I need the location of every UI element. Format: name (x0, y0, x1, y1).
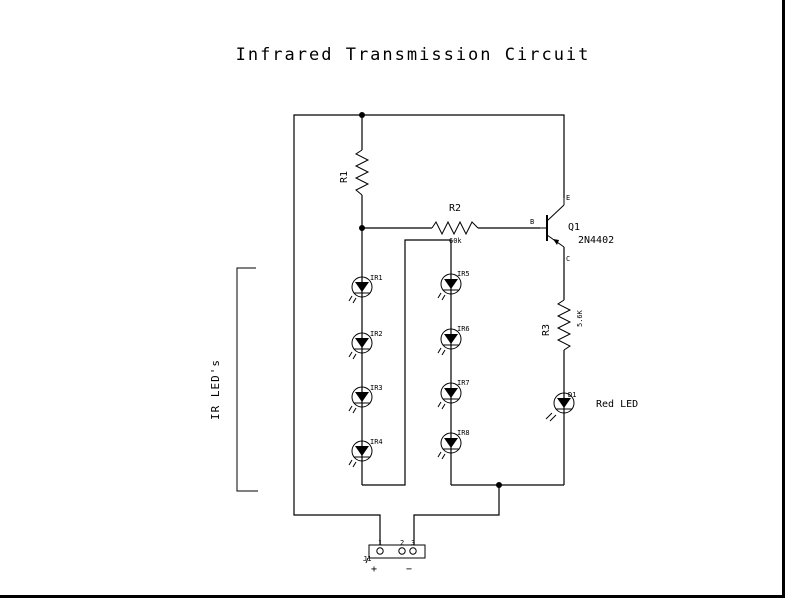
ir-led-ir4: IR4 (348, 438, 383, 468)
ir7-label: IR7 (457, 379, 470, 387)
ir-led-ir8: IR8 (437, 429, 470, 460)
ir6-label: IR6 (457, 325, 470, 333)
r2-ref-label: R2 (449, 203, 461, 214)
q1-ref-label: Q1 (568, 222, 580, 233)
diagram-title: Infrared Transmission Circuit (236, 45, 591, 65)
ir1-label: IR1 (370, 274, 383, 282)
svg-text:1: 1 (378, 539, 382, 547)
r1-ref-label: R1 (339, 171, 350, 183)
connector-minus-label: − (406, 564, 412, 575)
window-bottom-edge (0, 595, 785, 598)
resistor-r1: R1 (339, 149, 370, 196)
red-led: D1 Red LED (545, 391, 638, 422)
ir3-label: IR3 (370, 384, 383, 392)
ir8-label: IR8 (457, 429, 470, 437)
power-connector: 1 2 3 J1 + − (363, 539, 426, 575)
svg-text:C: C (566, 255, 570, 263)
r3-ref-label: R3 (541, 324, 552, 336)
connector-plus-label: + (371, 564, 377, 575)
ir-led-ir5: IR5 (437, 270, 470, 301)
svg-text:B: B (530, 218, 534, 226)
ir-led-ir2: IR2 (348, 330, 383, 360)
wiring (293, 114, 565, 545)
resistor-r2: R2 60k (431, 203, 479, 245)
svg-text:D1: D1 (568, 391, 576, 399)
ir-led-ir7: IR7 (437, 379, 470, 410)
ir-led-ir1: IR1 (348, 274, 383, 304)
svg-text:E: E (566, 194, 570, 202)
ir5-label: IR5 (457, 270, 470, 278)
ir-group-bracket: IR LED's (209, 267, 258, 492)
ir-led-ir6: IR6 (437, 325, 470, 356)
svg-text:3: 3 (411, 539, 415, 547)
junction-dots (359, 112, 502, 488)
ir-group-label: IR LED's (209, 359, 222, 420)
ir4-label: IR4 (370, 438, 383, 446)
ir-led-ir3: IR3 (348, 384, 383, 414)
r2-value-label: 60k (449, 237, 462, 245)
transistor-q1: B E C Q1 2N4402 (530, 194, 614, 263)
r3-value-label: 5.6K (576, 309, 584, 327)
ir2-label: IR2 (370, 330, 383, 338)
resistor-r3: R3 5.6K (541, 299, 584, 351)
q1-part-label: 2N4402 (578, 235, 614, 246)
window-right-edge (782, 0, 785, 598)
svg-text:J1: J1 (363, 555, 371, 563)
svg-text:2: 2 (400, 539, 404, 547)
red-led-label: Red LED (596, 399, 638, 410)
